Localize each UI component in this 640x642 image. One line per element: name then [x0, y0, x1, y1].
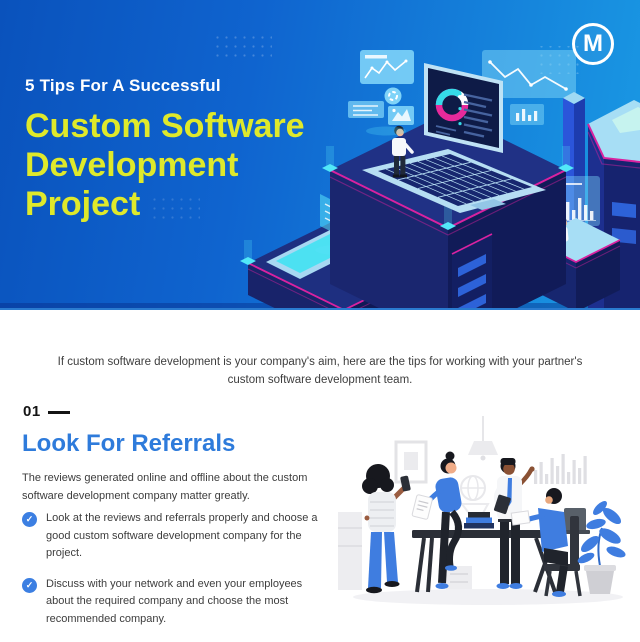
- section-description: The reviews generated online and offline…: [22, 472, 308, 502]
- tower-center: [451, 233, 493, 308]
- banner-kicker: 5 Tips For A Successful: [25, 76, 221, 95]
- person-presenter: [493, 458, 535, 589]
- person-second: [411, 451, 462, 589]
- bullet-text: Discuss with your network and even your …: [46, 577, 303, 625]
- banner-title-line: Project: [25, 185, 141, 223]
- floating-panels-left: [348, 50, 414, 136]
- platform-center: [322, 112, 574, 308]
- banner: M 5 Tips For A Successful Custom Softwar…: [0, 0, 640, 310]
- section-number-dash: [47, 411, 70, 414]
- standing-person-center: [392, 125, 414, 178]
- dot-grid: [148, 194, 200, 224]
- bullet-list: ✓ Look at the reviews and referrals prop…: [22, 510, 322, 642]
- wall-bar-chart: [534, 454, 587, 484]
- banner-title-line: Custom Software: [25, 107, 305, 145]
- brand-logo: M: [572, 23, 614, 65]
- bullet-text: Look at the reviews and referrals proper…: [46, 512, 318, 560]
- dot-grid: [60, 120, 100, 144]
- section-title: Look For Referrals: [22, 430, 236, 457]
- list-item: ✓ Look at the reviews and referrals prop…: [22, 510, 322, 563]
- check-circle-icon: ✓: [22, 512, 37, 527]
- check-circle-icon: ✓: [22, 577, 37, 593]
- laptop-illustration: [362, 63, 546, 213]
- floating-line-chart-panel: [482, 50, 576, 98]
- team-meeting-illustration: [338, 416, 626, 605]
- banner-title-line: Development: [25, 146, 239, 184]
- dot-grid: [214, 30, 272, 62]
- meeting-table: [412, 512, 557, 593]
- isometric-illustration: [60, 30, 640, 308]
- intro-text: If custom software development is your c…: [57, 355, 583, 386]
- plant: [577, 501, 626, 594]
- section-number: 01: [23, 403, 70, 420]
- brand-logo-letter: M: [583, 30, 603, 57]
- list-item: ✓ Discuss with your network and even you…: [22, 576, 322, 629]
- person-left: [362, 464, 411, 594]
- floating-bars-panel: [510, 104, 544, 125]
- section-number-value: 01: [23, 403, 41, 420]
- person-sitting: [510, 488, 582, 597]
